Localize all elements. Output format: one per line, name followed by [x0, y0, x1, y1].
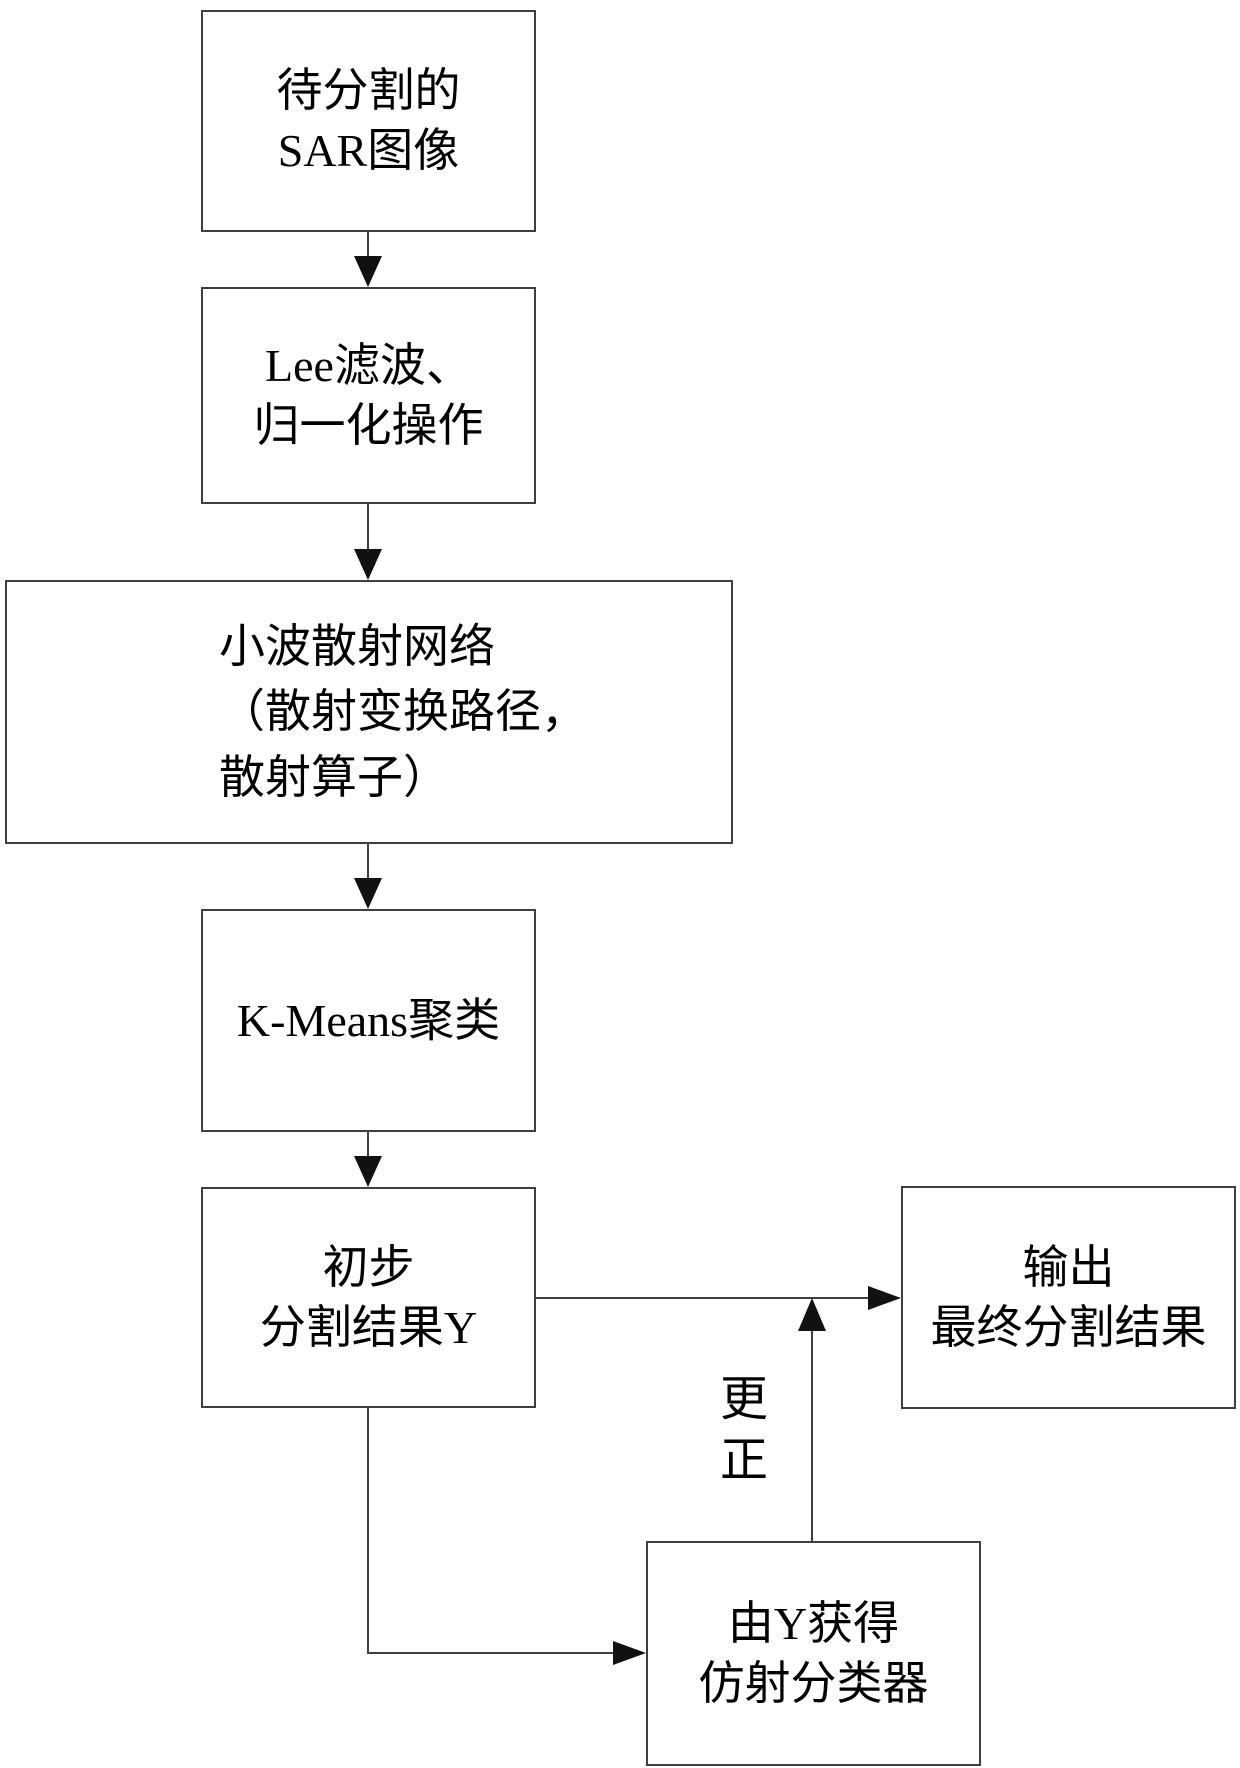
arrow-lee-to-wavelet-line	[367, 504, 369, 552]
node-output-line2: 最终分割结果	[930, 1301, 1207, 1353]
node-wavelet-scattering-network: 小波散射网络 （散射变换路径， 散射算子）	[5, 580, 733, 844]
node-wavelet-line1: 小波散射网络	[219, 621, 495, 673]
label-correction-char1: 更	[719, 1373, 768, 1426]
node-final-segmentation-output: 输出 最终分割结果	[901, 1186, 1236, 1409]
arrow-kmeans-to-initial-head	[354, 1156, 382, 1187]
node-initial-line1: 初步	[322, 1241, 415, 1293]
arrow-sar-to-lee-head	[354, 256, 382, 287]
node-lee-filter: Lee滤波、 归一化操作	[201, 287, 536, 504]
node-initial-line2: 分割结果Y	[259, 1301, 478, 1353]
arrow-initial-to-output-head	[868, 1286, 901, 1310]
arrow-sar-to-lee-line	[367, 232, 369, 260]
label-correction-char2: 正	[719, 1434, 768, 1488]
node-lee-filter-line2: 归一化操作	[253, 399, 484, 451]
node-lee-filter-line1: Lee滤波、	[265, 339, 472, 391]
node-kmeans-line1: K-Means聚类	[236, 994, 501, 1046]
connector-initial-to-affine-vline	[367, 1408, 369, 1654]
node-sar-image-line2: SAR图像	[277, 125, 460, 176]
arrow-correction-head	[798, 1298, 826, 1331]
arrow-kmeans-to-initial-line	[367, 1132, 369, 1158]
arrow-initial-to-output-line	[536, 1297, 870, 1299]
arrow-wavelet-to-kmeans-head	[354, 878, 382, 909]
node-sar-image: 待分割的 SAR图像	[201, 10, 536, 232]
node-kmeans-clustering: K-Means聚类	[201, 909, 536, 1132]
node-affine-classifier: 由Y获得 仿射分类器	[646, 1541, 981, 1766]
connector-initial-to-affine-hline	[367, 1652, 615, 1654]
node-wavelet-line2: （散射变换路径，	[219, 686, 587, 738]
node-wavelet-line3: 散射算子）	[219, 751, 449, 803]
arrow-correction-line	[811, 1328, 813, 1541]
arrow-initial-to-affine-head	[613, 1641, 646, 1665]
label-correction: 更 正	[714, 1369, 774, 1492]
node-initial-segmentation-result: 初步 分割结果Y	[201, 1187, 536, 1408]
arrow-wavelet-to-kmeans-line	[367, 844, 369, 880]
node-output-line1: 输出	[1022, 1241, 1115, 1293]
node-affine-line2: 仿射分类器	[698, 1657, 929, 1709]
node-sar-image-line1: 待分割的	[276, 65, 461, 117]
arrow-lee-to-wavelet-head	[354, 549, 382, 580]
node-affine-line1: 由Y获得	[727, 1597, 900, 1649]
